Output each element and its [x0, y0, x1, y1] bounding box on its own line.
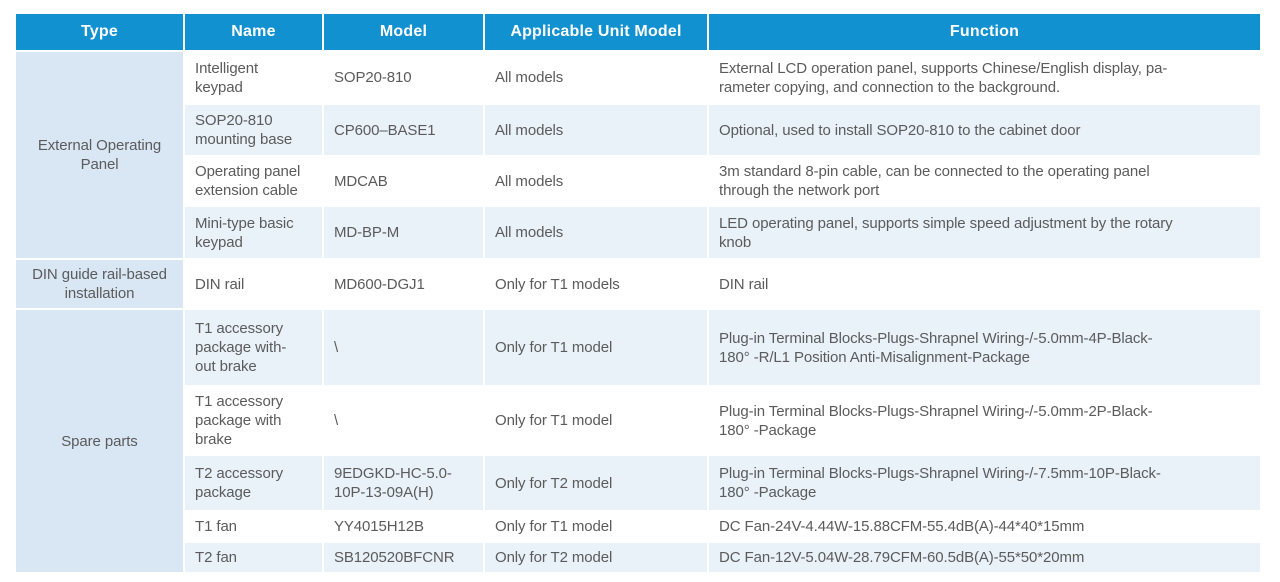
cell-applicable: Only for T1 models	[483, 258, 709, 310]
cell-applicable: All models	[483, 155, 709, 207]
cell-name: DIN rail	[183, 258, 324, 310]
cell-function: External LCD operation panel, supports C…	[707, 50, 1262, 105]
type-group-external-operating-panel: External Operating Panel	[14, 50, 185, 260]
cell-name: SOP20-810 mounting base	[183, 103, 324, 157]
table-row: T1 fan YY4015H12B Only for T1 model DC F…	[15, 510, 1262, 543]
table-row: SOP20-810 mounting base CP600–BASE1 All …	[15, 103, 1262, 157]
header-row: Type Name Model Applicable Unit Model Fu…	[14, 12, 1262, 52]
cell-applicable: All models	[483, 50, 709, 105]
cell-function: Plug-in Terminal Blocks-Plugs-Shrapnel W…	[707, 454, 1262, 512]
cell-function: Plug-in Terminal Blocks-Plugs-Shrapnel W…	[707, 385, 1262, 456]
cell-applicable: All models	[483, 205, 709, 260]
column-header-function: Function	[707, 12, 1262, 52]
cell-model: \	[322, 308, 485, 387]
cell-function: Plug-in Terminal Blocks-Plugs-Shrapnel W…	[707, 308, 1262, 387]
cell-applicable: Only for T1 model	[483, 510, 709, 543]
type-group-spare-parts: Spare parts	[14, 308, 185, 574]
column-header-applicable-unit-model: Applicable Unit Model	[483, 12, 709, 52]
cell-name: T1 accessory package with brake	[183, 385, 324, 456]
cell-name: T2 accessory package	[183, 454, 324, 512]
cell-model: 9EDGKD-HC-5.0- 10P-13-09A(H)	[322, 454, 485, 512]
cell-model: SOP20-810	[322, 50, 485, 105]
accessories-spec-table: Type Name Model Applicable Unit Model Fu…	[14, 12, 1262, 574]
cell-name: T1 accessory package with- out brake	[183, 308, 324, 387]
cell-name: Mini-type basic keypad	[183, 205, 324, 260]
table-row: Mini-type basic keypad MD-BP-M All model…	[15, 205, 1262, 260]
cell-applicable: All models	[483, 103, 709, 157]
cell-function: Optional, used to install SOP20-810 to t…	[707, 103, 1262, 157]
table-row: DIN guide rail-based installation DIN ra…	[14, 258, 1262, 310]
cell-name: T1 fan	[183, 510, 324, 543]
cell-applicable: Only for T1 model	[483, 308, 709, 387]
table-row: T1 accessory package with brake \ Only f…	[15, 385, 1262, 456]
cell-model: SB120520BFCNR	[322, 541, 485, 574]
cell-function: DC Fan-24V-4.44W-15.88CFM-55.4dB(A)-44*4…	[707, 510, 1262, 543]
column-header-type: Type	[14, 12, 185, 52]
table-row: T2 fan SB120520BFCNR Only for T2 model D…	[15, 541, 1262, 574]
table-row: T2 accessory package 9EDGKD-HC-5.0- 10P-…	[15, 454, 1262, 512]
cell-applicable: Only for T1 model	[483, 385, 709, 456]
cell-model: \	[322, 385, 485, 456]
table-row: Spare parts T1 accessory package with- o…	[14, 308, 1262, 574]
cell-name: Intelligent keypad	[183, 50, 324, 105]
table-row: External Operating Panel Intelligent key…	[14, 50, 1262, 260]
cell-applicable: Only for T2 model	[483, 454, 709, 512]
cell-name: Operating panel extension cable	[183, 155, 324, 207]
column-header-model: Model	[322, 12, 485, 52]
cell-model: CP600–BASE1	[322, 103, 485, 157]
column-header-name: Name	[183, 12, 324, 52]
cell-model: YY4015H12B	[322, 510, 485, 543]
cell-applicable: Only for T2 model	[483, 541, 709, 574]
cell-function: DIN rail	[707, 258, 1262, 310]
cell-model: MDCAB	[322, 155, 485, 207]
table-row: Operating panel extension cable MDCAB Al…	[15, 155, 1262, 207]
cell-model: MD600-DGJ1	[322, 258, 485, 310]
cell-model: MD-BP-M	[322, 205, 485, 260]
type-group-din-rail-installation: DIN guide rail-based installation	[14, 258, 185, 310]
cell-name: T2 fan	[183, 541, 324, 574]
cell-function: DC Fan-12V-5.04W-28.79CFM-60.5dB(A)-55*5…	[707, 541, 1262, 574]
cell-function: LED operating panel, supports simple spe…	[707, 205, 1262, 260]
cell-function: 3m standard 8-pin cable, can be connecte…	[707, 155, 1262, 207]
